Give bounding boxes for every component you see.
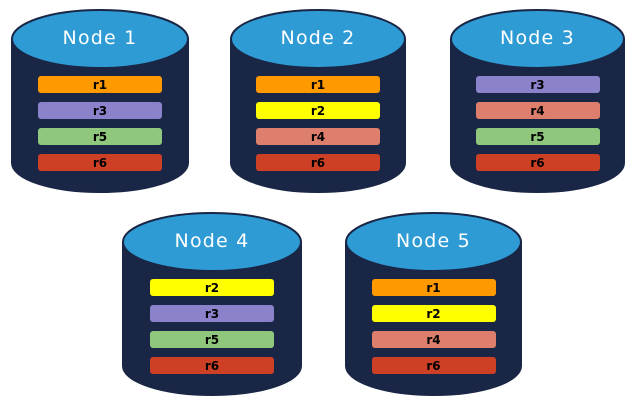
replica-bar[interactable]: r1 xyxy=(256,76,380,93)
replica-list: r1 r2 r4 r6 xyxy=(229,76,407,171)
replica-bar[interactable]: r3 xyxy=(38,102,162,119)
replica-bar[interactable]: r5 xyxy=(38,128,162,145)
replica-bar[interactable]: r6 xyxy=(256,154,380,171)
replica-list: r2 r3 r5 r6 xyxy=(121,279,303,374)
replica-bar[interactable]: r6 xyxy=(38,154,162,171)
replica-bar[interactable]: r1 xyxy=(38,76,162,93)
replica-bar[interactable]: r1 xyxy=(371,279,496,296)
replica-bar[interactable]: r4 xyxy=(256,128,380,145)
cylinder-top-disc xyxy=(450,9,625,69)
replica-bar[interactable]: r3 xyxy=(150,305,274,322)
replica-bar[interactable]: r2 xyxy=(150,279,274,296)
replica-list: r1 r2 r4 r6 xyxy=(344,279,523,374)
replica-bar[interactable]: r6 xyxy=(475,154,600,171)
cylinder-top-disc xyxy=(345,212,522,272)
replica-bar[interactable]: r4 xyxy=(475,102,600,119)
replica-bar[interactable]: r6 xyxy=(150,357,274,374)
replica-list: r3 r4 r5 r6 xyxy=(449,76,626,171)
replica-bar[interactable]: r2 xyxy=(256,102,380,119)
replica-bar[interactable]: r5 xyxy=(150,331,274,348)
cylinder-top-disc xyxy=(11,9,189,69)
replica-bar[interactable]: r4 xyxy=(371,331,496,348)
replica-list: r1 r3 r5 r6 xyxy=(10,76,190,171)
replica-bar[interactable]: r2 xyxy=(371,305,496,322)
replica-bar[interactable]: r5 xyxy=(475,128,600,145)
cylinder-top-disc xyxy=(230,9,406,69)
cylinder-top-disc xyxy=(122,212,302,272)
replica-bar[interactable]: r6 xyxy=(371,357,496,374)
replica-bar[interactable]: r3 xyxy=(475,76,600,93)
